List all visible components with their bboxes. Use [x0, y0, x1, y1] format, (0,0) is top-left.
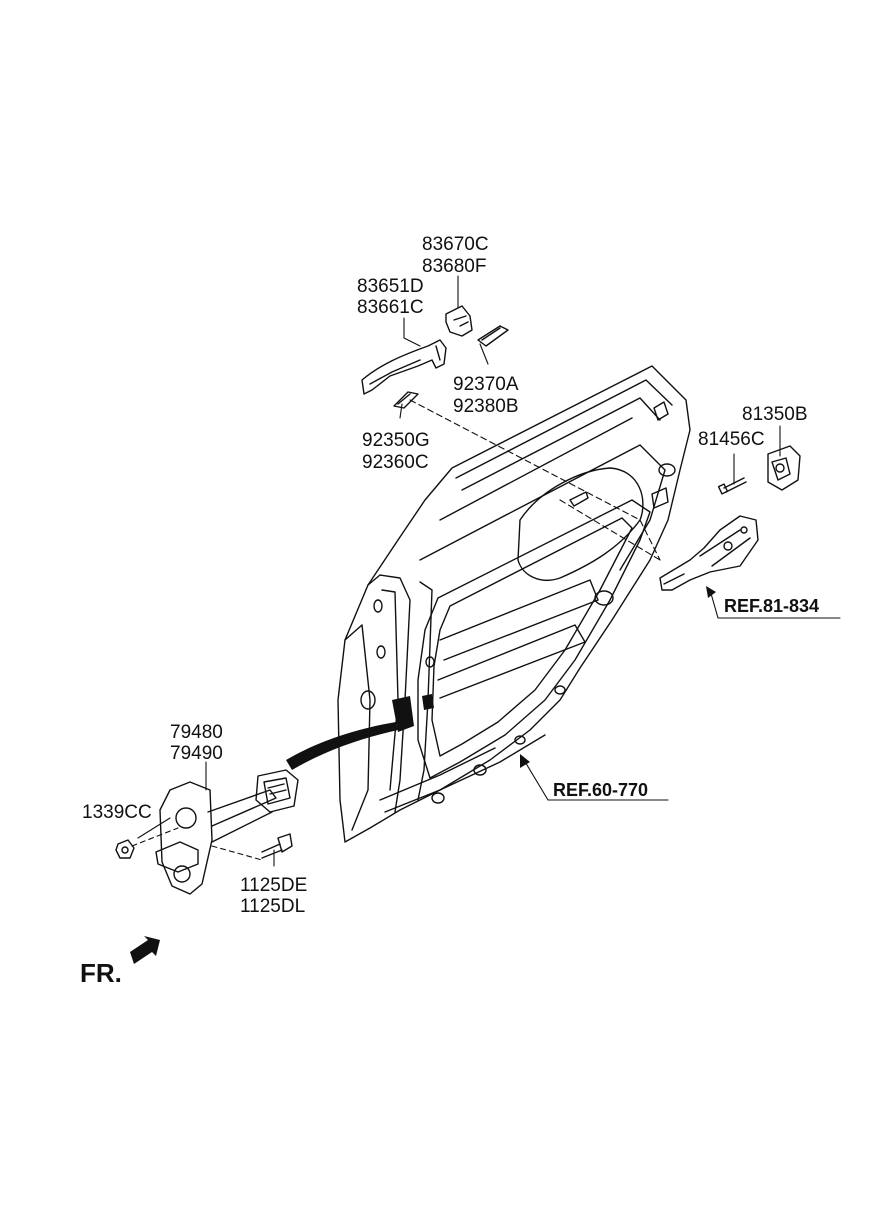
- door-checker: [155, 769, 299, 895]
- striker-assembly: [767, 445, 801, 491]
- striker-bolt: [717, 477, 747, 495]
- label-1125DL: 1125DL: [240, 896, 306, 917]
- label-1125DE: 1125DE: [240, 875, 308, 896]
- label-81350B: 81350B: [742, 404, 808, 425]
- front-handle-pad: [393, 391, 419, 409]
- checker-pointer: [286, 722, 398, 770]
- label-83651D: 83651D: [357, 276, 424, 297]
- ref-label-door: REF.60-770: [553, 780, 649, 800]
- label-79490: 79490: [170, 743, 223, 764]
- label-83661C: 83661C: [357, 297, 424, 318]
- label-92370A: 92370A: [453, 374, 519, 395]
- label-92350G: 92350G: [362, 430, 430, 451]
- checker-nut: [115, 839, 135, 859]
- label-1339CC: 1339CC: [82, 802, 152, 823]
- label-83680F: 83680F: [422, 256, 487, 277]
- label-83670C: 83670C: [422, 234, 489, 255]
- checker-bolt: [261, 833, 293, 859]
- outside-handle: [361, 339, 447, 395]
- leader-lines: [131, 275, 841, 867]
- door-latch-actuator: [659, 515, 759, 591]
- rear-handle-pad: [477, 325, 509, 347]
- ref-door-arrowhead: [520, 754, 530, 768]
- ref-lock-arrowhead: [706, 586, 716, 598]
- handle-cover-cap: [445, 305, 473, 337]
- front-direction-arrow-icon: [130, 936, 160, 964]
- front-direction-label: FR.: [80, 958, 122, 988]
- label-79480: 79480: [170, 722, 223, 743]
- label-92380B: 92380B: [453, 396, 519, 417]
- label-81456C: 81456C: [698, 429, 765, 450]
- ref-label-lock: REF.81-834: [724, 596, 820, 616]
- harness-clip: [392, 696, 414, 732]
- label-92360C: 92360C: [362, 452, 429, 473]
